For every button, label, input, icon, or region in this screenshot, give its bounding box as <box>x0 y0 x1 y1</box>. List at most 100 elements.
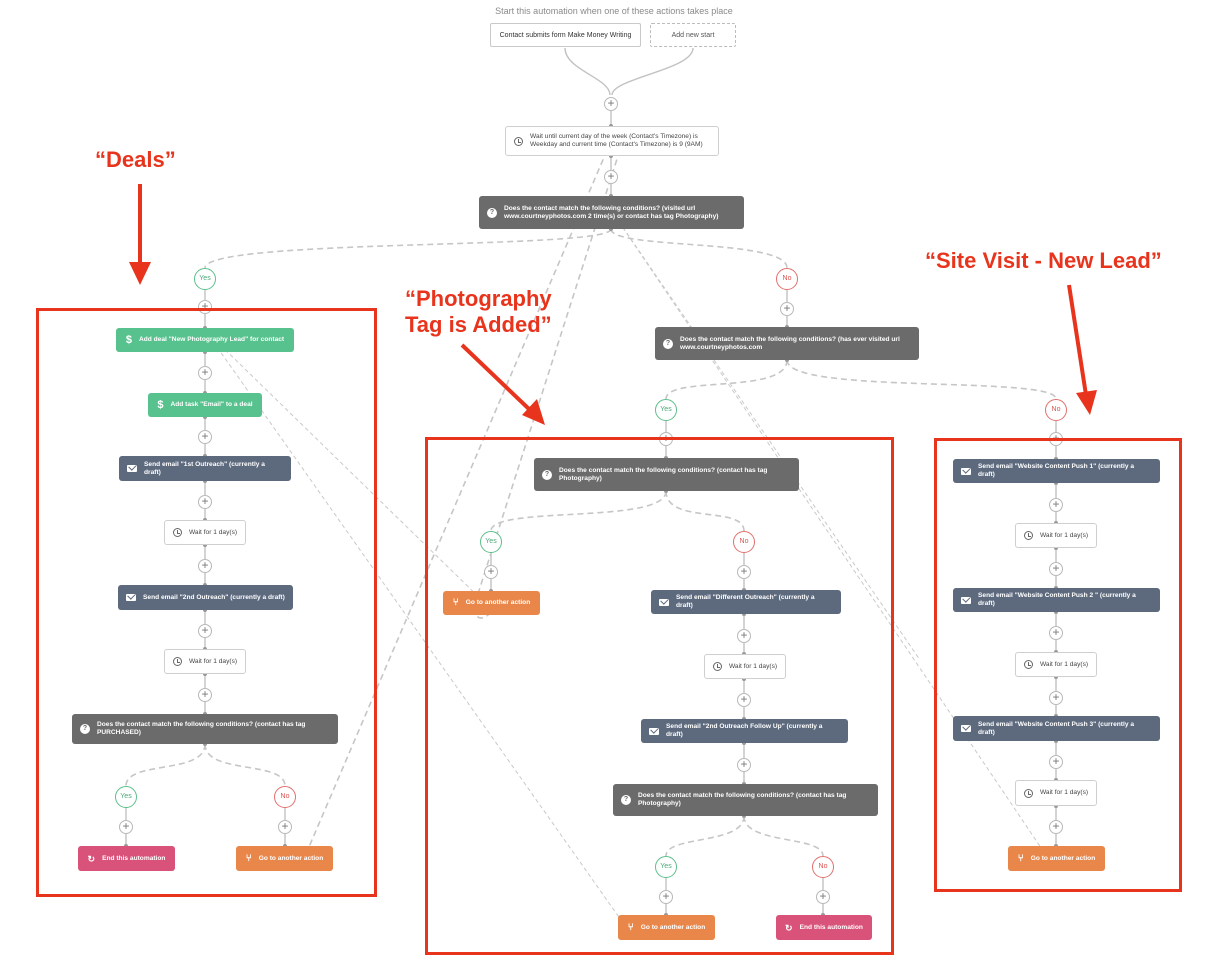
wait-label: Wait for 1 day(s) <box>1039 789 1089 796</box>
add-action-plus[interactable]: + <box>1049 691 1063 705</box>
condition-has-tag-photography[interactable]: ? Does the contact match the following c… <box>534 458 799 491</box>
add-action-plus[interactable]: + <box>1049 755 1063 769</box>
email-label: Send email "Website Content Push 2 " (cu… <box>978 592 1136 607</box>
add-action-plus[interactable]: + <box>737 629 751 643</box>
wait-label: Wait for 1 day(s) <box>1039 660 1089 668</box>
add-action-plus[interactable]: + <box>1049 820 1063 834</box>
yes-branch-site-visit: Yes <box>655 399 677 421</box>
add-action-plus[interactable]: + <box>604 170 618 184</box>
add-action-plus[interactable]: + <box>484 565 498 579</box>
condition-main-label: Does the contact match the following con… <box>504 204 719 220</box>
yes-branch-purchased: Yes <box>115 786 137 808</box>
add-action-plus[interactable]: + <box>198 495 212 509</box>
annotation-site-visit: “Site Visit - New Lead” <box>925 248 1162 273</box>
envelope-icon <box>649 727 659 735</box>
photography-highlight-box <box>425 437 894 955</box>
wait-until-node[interactable]: Wait until current day of the week (Cont… <box>505 126 719 156</box>
add-action-plus[interactable]: + <box>737 758 751 772</box>
no-branch-main: No <box>776 268 798 290</box>
no-branch-purchased: No <box>274 786 296 808</box>
add-action-plus[interactable]: + <box>198 366 212 380</box>
clock-icon <box>712 662 722 671</box>
question-icon: ? <box>487 207 497 218</box>
add-action-plus[interactable]: + <box>1049 498 1063 512</box>
add-action-plus[interactable]: + <box>198 688 212 702</box>
add-action-plus[interactable]: + <box>278 820 292 834</box>
add-action-plus[interactable]: + <box>1049 562 1063 576</box>
add-action-plus[interactable]: + <box>1049 626 1063 640</box>
wait-until-label: Wait until current day of the week (Cont… <box>530 133 703 148</box>
condition-has-tag-photography-2[interactable]: ? Does the contact match the following c… <box>613 784 878 816</box>
envelope-icon <box>961 467 971 475</box>
add-action-plus[interactable]: + <box>780 302 794 316</box>
goto-label: Go to another action <box>258 854 324 862</box>
send-email-2nd-outreach-follow-up[interactable]: Send email "2nd Outreach Follow Up" (cur… <box>641 719 848 743</box>
wait-node[interactable]: Wait for 1 day(s) <box>164 520 246 545</box>
go-to-action-node[interactable]: ⑂ Go to another action <box>443 591 540 615</box>
cycle-icon: ↻ <box>87 853 96 864</box>
condition-has-tag-label: Does the contact match the following con… <box>638 792 847 807</box>
add-deal-node[interactable]: $ Add deal "New Photography Lead" for co… <box>116 328 294 352</box>
wait-node[interactable]: Wait for 1 day(s) <box>164 649 246 674</box>
end-automation-node[interactable]: ↻ End this automation <box>776 915 872 940</box>
go-to-action-node[interactable]: ⑂ Go to another action <box>1008 846 1105 871</box>
branch-icon: ⑂ <box>452 597 459 608</box>
condition-site-visit[interactable]: ? Does the contact match the following c… <box>655 327 919 360</box>
wait-node[interactable]: Wait for 1 day(s) <box>1015 523 1097 548</box>
clock-icon <box>172 528 182 537</box>
add-task-label: Add task "Email" to a deal <box>170 401 253 408</box>
send-email-website-push-2[interactable]: Send email "Website Content Push 2 " (cu… <box>953 588 1160 612</box>
wait-node[interactable]: Wait for 1 day(s) <box>1015 780 1097 806</box>
add-action-plus[interactable]: + <box>198 430 212 444</box>
send-email-website-push-1[interactable]: Send email "Website Content Push 1" (cur… <box>953 459 1160 483</box>
end-automation-node[interactable]: ↻ End this automation <box>78 846 175 871</box>
go-to-action-node[interactable]: ⑂ Go to another action <box>618 915 715 940</box>
add-action-plus[interactable]: + <box>659 890 673 904</box>
add-new-start-label: Add new start <box>671 31 715 39</box>
add-new-start-button[interactable]: Add new start <box>650 23 736 47</box>
wait-node[interactable]: Wait for 1 day(s) <box>704 654 786 679</box>
send-email-1st-outreach[interactable]: Send email "1st Outreach" (currently a d… <box>119 456 291 481</box>
no-branch-has-tag: No <box>733 531 755 553</box>
email-label: Send email "Website Content Push 1" (cur… <box>978 463 1134 478</box>
add-action-plus[interactable]: + <box>737 565 751 579</box>
email-label: Send email "Website Content Push 3" (cur… <box>978 720 1134 736</box>
question-icon: ? <box>621 795 631 805</box>
add-action-plus[interactable]: + <box>604 97 618 111</box>
envelope-icon <box>126 594 136 601</box>
trigger-form-submit[interactable]: Contact submits form Make Money Writing <box>490 23 641 47</box>
add-deal-label: Add deal "New Photography Lead" for cont… <box>139 336 285 343</box>
add-task-node[interactable]: $ Add task "Email" to a deal <box>148 393 262 417</box>
clock-icon <box>172 657 182 666</box>
condition-purchased[interactable]: ? Does the contact match the following c… <box>72 714 338 744</box>
condition-main[interactable]: ? Does the contact match the following c… <box>479 196 744 229</box>
condition-site-visit-label: Does the contact match the following con… <box>680 335 900 351</box>
send-email-website-push-3[interactable]: Send email "Website Content Push 3" (cur… <box>953 716 1160 741</box>
email-label: Send email "2nd Outreach" (currently a d… <box>143 593 285 601</box>
trigger-header: Start this automation when one of these … <box>495 6 733 16</box>
end-label: End this automation <box>102 854 166 862</box>
wait-label: Wait for 1 day(s) <box>728 662 778 670</box>
no-branch-site-visit: No <box>1045 399 1067 421</box>
go-to-action-node[interactable]: ⑂ Go to another action <box>236 846 333 871</box>
branch-icon: ⑂ <box>245 852 252 864</box>
add-action-plus[interactable]: + <box>198 624 212 638</box>
no-branch-has-tag-2: No <box>812 856 834 878</box>
wait-label: Wait for 1 day(s) <box>188 528 238 536</box>
deals-highlight-box <box>36 308 377 897</box>
add-action-plus[interactable]: + <box>198 559 212 573</box>
wait-node[interactable]: Wait for 1 day(s) <box>1015 652 1097 677</box>
send-email-2nd-outreach[interactable]: Send email "2nd Outreach" (currently a d… <box>118 585 293 610</box>
add-action-plus[interactable]: + <box>737 693 751 707</box>
condition-purchased-label: Does the contact match the following con… <box>97 721 306 736</box>
question-icon: ? <box>663 338 673 349</box>
add-action-plus[interactable]: + <box>816 890 830 904</box>
condition-has-tag-label: Does the contact match the following con… <box>559 466 768 482</box>
clock-icon <box>1023 788 1033 798</box>
branch-icon: ⑂ <box>1017 852 1024 864</box>
add-action-plus[interactable]: + <box>119 820 133 834</box>
send-email-different-outreach[interactable]: Send email "Different Outreach" (current… <box>651 590 841 614</box>
yes-branch-has-tag-2: Yes <box>655 856 677 878</box>
question-icon: ? <box>542 469 552 480</box>
dollar-icon: $ <box>157 399 164 411</box>
